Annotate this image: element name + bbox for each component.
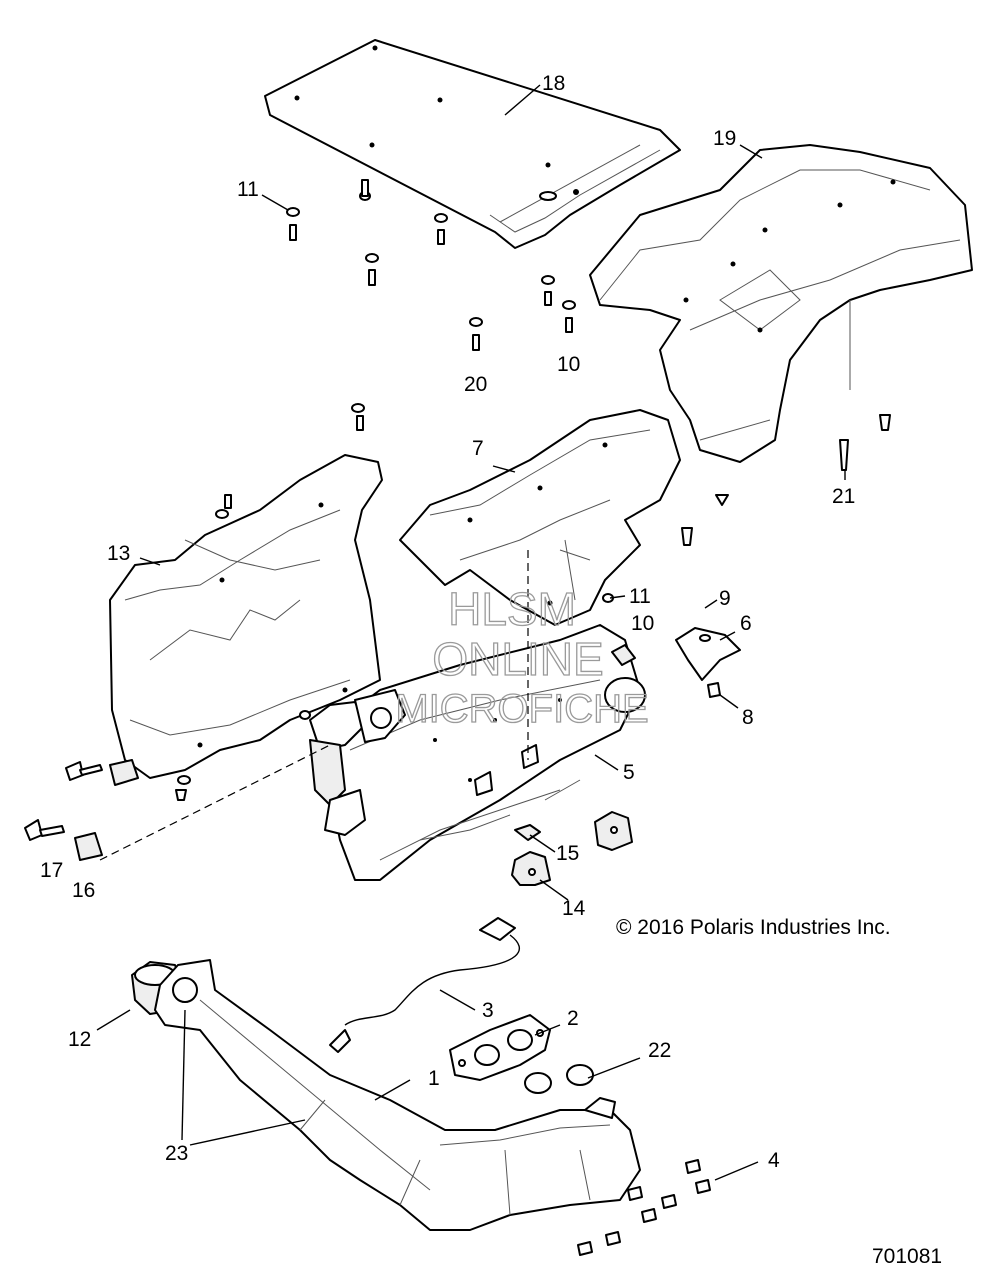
callout-11-top: 11 — [237, 178, 259, 201]
callout-labels: 1 2 3 4 5 6 7 8 9 10 10 11 11 12 13 14 1… — [40, 72, 855, 1172]
callout-15: 15 — [556, 842, 579, 865]
part-3-o2-sensor — [329, 917, 520, 1053]
part-15-spring — [514, 644, 636, 841]
callout-8: 8 — [742, 706, 754, 729]
callout-17: 17 — [40, 859, 63, 882]
callout-14: 14 — [562, 897, 586, 920]
callout-13: 13 — [107, 542, 130, 565]
callout-1: 1 — [428, 1067, 440, 1090]
part-7-heat-shield-center — [399, 409, 681, 626]
callout-4: 4 — [768, 1149, 780, 1172]
watermark-line-3: MICROFICHE — [395, 687, 648, 731]
callout-2: 2 — [567, 1007, 579, 1030]
part-19-heat-shield-right — [589, 144, 973, 463]
callout-5: 5 — [623, 761, 635, 784]
callout-10-top: 10 — [557, 353, 580, 376]
callout-22: 22 — [648, 1039, 671, 1062]
part-6-bracket — [675, 627, 741, 681]
diagram-number: 701081 — [872, 1245, 942, 1268]
callout-3: 3 — [482, 999, 494, 1022]
part-16-17-spring-bolts — [24, 759, 139, 861]
watermark: HLSM ONLINE MICROFICHE — [395, 582, 650, 731]
watermark-line-1: HLSM — [448, 583, 576, 635]
alignment-lines — [99, 550, 529, 861]
callout-23: 23 — [165, 1142, 188, 1165]
callout-19: 19 — [713, 127, 736, 150]
part-22-rings — [524, 1064, 594, 1094]
copyright-notice: © 2016 Polaris Industries Inc. — [616, 916, 891, 939]
part-18-heat-shield-plate — [264, 39, 681, 249]
callout-11-center: 11 — [629, 585, 651, 608]
callout-18: 18 — [542, 72, 565, 95]
callout-9: 9 — [719, 587, 731, 610]
leader-lines — [96, 84, 846, 1181]
callout-16: 16 — [72, 879, 95, 902]
fasteners — [175, 179, 891, 1256]
part-13-heat-shield-left — [109, 454, 383, 779]
callout-10-center: 10 — [631, 612, 654, 635]
part-2-gasket — [449, 1014, 551, 1081]
part-1-head-pipe — [154, 959, 641, 1231]
part-5-muffler — [309, 624, 646, 881]
callout-20: 20 — [464, 373, 487, 396]
watermark-line-2: ONLINE — [432, 633, 603, 685]
part-14-rubber-mount — [511, 811, 633, 886]
callout-12: 12 — [68, 1028, 91, 1051]
callout-7: 7 — [472, 437, 484, 460]
callout-21: 21 — [832, 485, 855, 508]
callout-6: 6 — [740, 612, 752, 635]
